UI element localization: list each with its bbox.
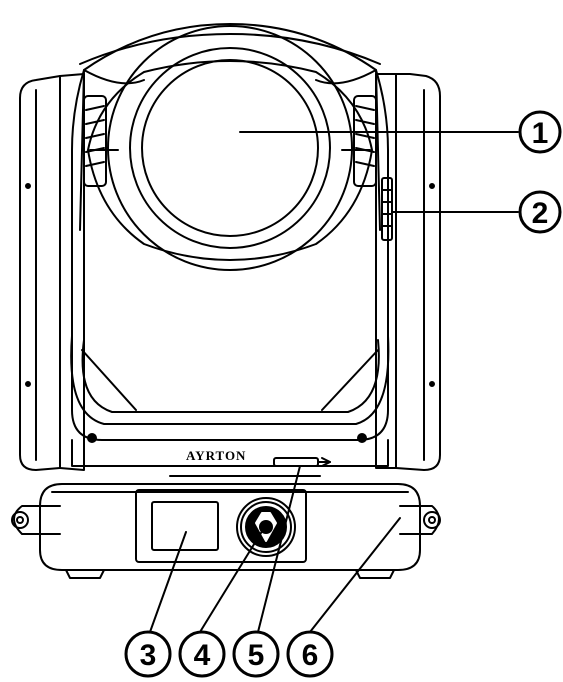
callout-circles <box>124 110 562 678</box>
callout-leader-5 <box>257 465 301 633</box>
front-lens <box>107 25 353 271</box>
control-panel <box>135 489 307 563</box>
pan-lock <box>273 457 331 467</box>
base-handle-right <box>399 505 441 535</box>
head-vent-left <box>83 95 107 187</box>
callout-3-label: 3 <box>140 639 157 672</box>
brand-label: AYRTON <box>186 448 246 463</box>
callout-6-label: 6 <box>302 639 319 672</box>
base-handle-left <box>11 505 61 535</box>
fixture-base <box>39 475 421 579</box>
callout-1-label: 1 <box>532 117 549 150</box>
head-body <box>71 149 389 467</box>
left-yoke-arm <box>19 73 85 471</box>
head-front-bezel <box>87 60 373 261</box>
right-yoke-screws <box>429 183 435 387</box>
right-yoke-arm <box>375 73 441 471</box>
callout-2-label: 2 <box>532 197 549 230</box>
head-top-housing <box>71 23 389 231</box>
callout-4-label: 4 <box>194 639 211 672</box>
callout-leader-4 <box>199 527 265 633</box>
left-yoke-screws <box>25 183 31 387</box>
callout-leader-6 <box>309 517 401 633</box>
head-vent-right <box>353 95 377 187</box>
head-lower-frame <box>70 335 390 425</box>
control-knob <box>236 497 296 557</box>
lcd-display <box>151 501 219 551</box>
tilt-lock <box>381 177 393 241</box>
callout-5-label: 5 <box>248 639 265 672</box>
callout-leader-3 <box>149 531 187 633</box>
